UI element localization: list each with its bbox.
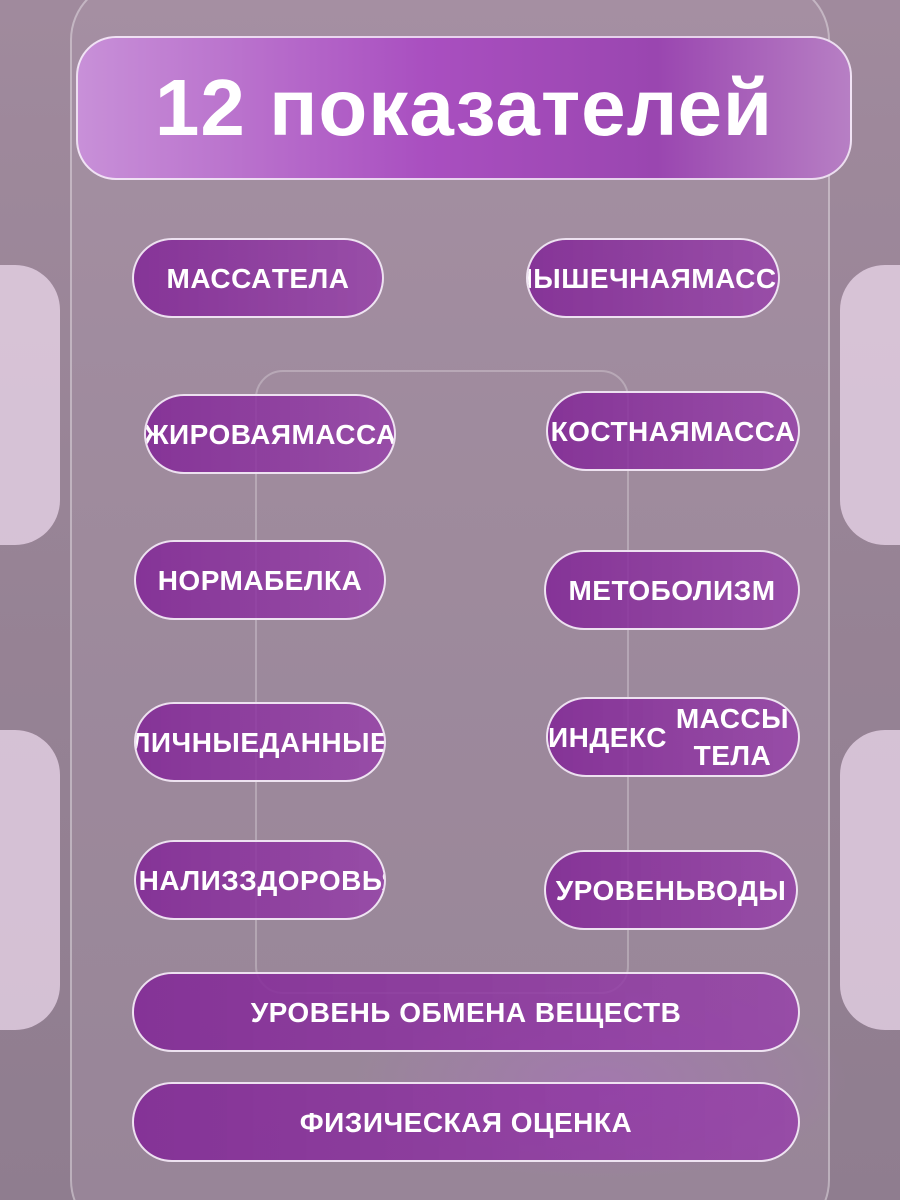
metric-label-line1: МЫШЕЧНАЯ xyxy=(526,262,692,294)
electrode-pad-bottom-left xyxy=(0,730,60,1030)
metric-bone-mass: КОСТНАЯ МАССА xyxy=(546,391,800,471)
metric-bmi: ИНДЕКС МАССЫ ТЕЛА xyxy=(546,697,800,777)
metric-label-line1: ЛИЧНЫЕ xyxy=(134,726,260,758)
metric-label-line1: УРОВЕНЬ xyxy=(555,874,696,906)
metric-physical-assessment: ФИЗИЧЕСКАЯ ОЦЕНКА xyxy=(132,1082,800,1162)
metric-label-line1: КОСТНАЯ xyxy=(550,415,691,447)
metric-label-line2: БЕЛКА xyxy=(264,564,363,596)
metric-label-line2: МАССА xyxy=(690,415,796,447)
metric-body-mass: МАССА ТЕЛА xyxy=(132,238,384,318)
metric-metabolism: МЕТОБОЛИЗМ xyxy=(544,550,800,630)
metric-label-line1: ЖИРОВАЯ xyxy=(144,418,292,450)
electrode-pad-bottom-right xyxy=(840,730,900,1030)
metric-label-line1: МАССА xyxy=(166,262,272,294)
metric-label-line1: ИНДЕКС xyxy=(548,721,667,753)
metric-label-line2: МАССЫ ТЕЛА xyxy=(675,703,790,771)
metric-label-line2: ВОДЫ xyxy=(695,874,787,906)
metric-label-line2: ЗДОРОВЬЯ xyxy=(239,864,386,896)
metric-label-line2: МАССА xyxy=(691,262,778,294)
metric-protein-norm: НОРМА БЕЛКА xyxy=(134,540,386,620)
metric-water-level: УРОВЕНЬ ВОДЫ xyxy=(544,850,798,930)
metric-label-line1: НОРМА xyxy=(157,564,265,596)
metric-muscle-mass: МЫШЕЧНАЯ МАССА xyxy=(526,238,780,318)
electrode-pad-top-right xyxy=(840,265,900,545)
metric-label-line2: ДАННЫЕ xyxy=(259,726,386,758)
metric-metabolic-rate: УРОВЕНЬ ОБМЕНА ВЕЩЕСТВ xyxy=(132,972,800,1052)
electrode-pad-top-left xyxy=(0,265,60,545)
metric-label-line1: МЕТОБОЛИЗМ xyxy=(568,574,776,606)
metric-label-line1: ФИЗИЧЕСКАЯ ОЦЕНКА xyxy=(299,1106,633,1138)
metric-label-line2: ТЕЛА xyxy=(271,262,350,294)
page-title: 12 показателей xyxy=(76,36,852,180)
metric-fat-mass: ЖИРОВАЯ МАССА xyxy=(144,394,396,474)
metric-label-line1: УРОВЕНЬ ОБМЕНА ВЕЩЕСТВ xyxy=(250,996,682,1028)
metric-label-line2: МАССА xyxy=(291,418,396,450)
metric-personal-data: ЛИЧНЫЕ ДАННЫЕ xyxy=(134,702,386,782)
